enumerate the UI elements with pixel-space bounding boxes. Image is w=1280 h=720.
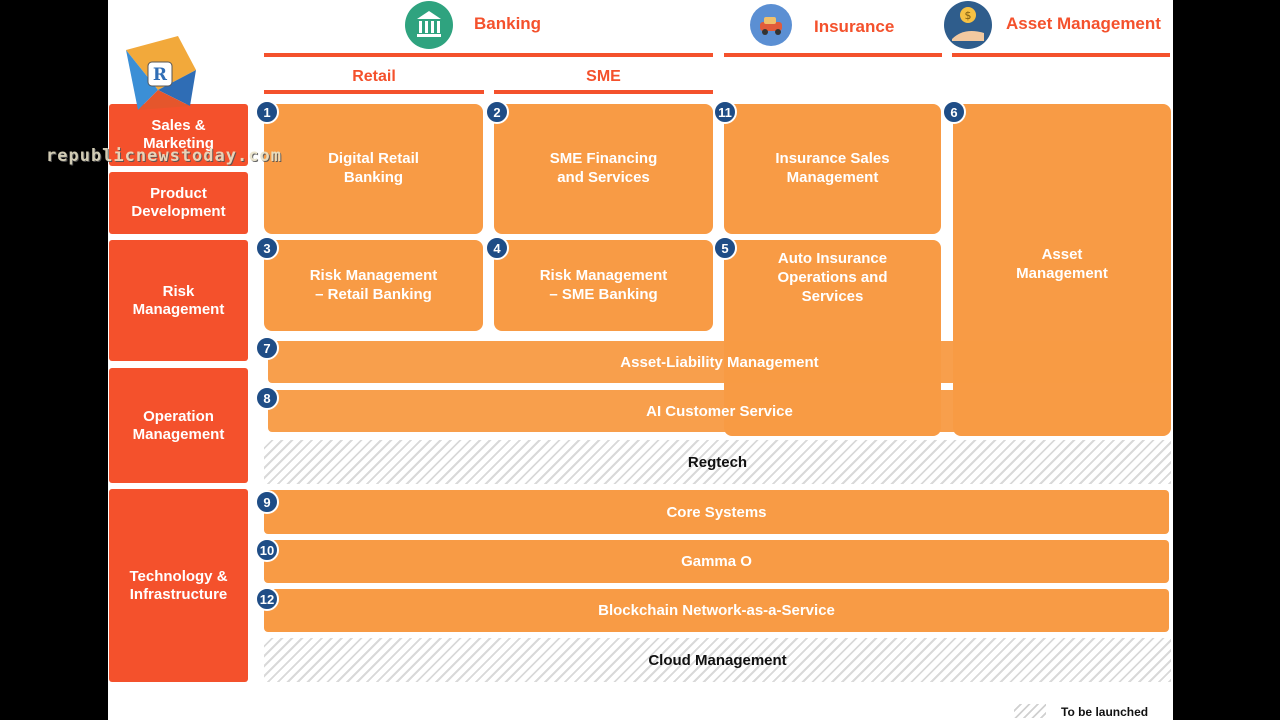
svg-text:R: R [153, 65, 168, 85]
risk-sme-cell: Risk Management – SME Banking [494, 240, 713, 331]
legend-hatch-swatch [1014, 704, 1046, 718]
sme-header: SME [586, 68, 621, 85]
asset-liability-band: Asset-Liability Management [268, 341, 1171, 383]
badge-2: 2 [485, 100, 509, 124]
badge-7: 7 [255, 336, 279, 360]
badge-1: 1 [255, 100, 279, 124]
badge-9: 9 [255, 490, 279, 514]
row-technology-infrastructure: Technology & Infrastructure [109, 489, 248, 682]
money-hand-icon: $ [944, 1, 992, 49]
row-sales-marketing: Sales & Marketing [109, 104, 248, 166]
retail-divider [264, 90, 484, 94]
badge-3: 3 [255, 236, 279, 260]
asset-management-cell: Asset Management [953, 104, 1171, 436]
badge-4: 4 [485, 236, 509, 260]
badge-6: 6 [942, 100, 966, 124]
svg-text:$: $ [965, 9, 972, 22]
site-watermark: republicnewstoday.com [46, 146, 282, 166]
blockchain-band: Blockchain Network-as-a-Service [264, 589, 1169, 632]
sme-divider [494, 90, 713, 94]
retail-header: Retail [352, 68, 396, 85]
cloud-management-band: Cloud Management [264, 638, 1171, 682]
bank-building-icon [405, 1, 453, 49]
row-product-development: Product Development [109, 172, 248, 234]
digital-retail-banking-cell: Digital Retail Banking [264, 104, 483, 234]
insurance-divider [724, 53, 942, 57]
banking-header: Banking [474, 14, 542, 33]
r-logo-icon: R [118, 30, 204, 116]
row-operation-management: Operation Management [109, 368, 248, 483]
car-shield-icon [750, 4, 792, 46]
ai-customer-service-band: AI Customer Service [268, 390, 1171, 432]
gamma-o-band: Gamma O [264, 540, 1169, 583]
row-risk-management: Risk Management [109, 240, 248, 361]
badge-10: 10 [255, 538, 279, 562]
insurance-sales-cell: Insurance Sales Management [724, 104, 941, 234]
badge-8: 8 [255, 386, 279, 410]
asset-divider [952, 53, 1170, 57]
legend-label: To be launched [1061, 705, 1149, 719]
core-systems-band: Core Systems [264, 490, 1169, 534]
badge-12: 12 [255, 587, 279, 611]
badge-11: 11 [713, 100, 737, 124]
badge-5: 5 [713, 236, 737, 260]
diagram-canvas: Banking Insurance $ Asset Management Ret… [108, 0, 1173, 720]
insurance-header: Insurance [814, 17, 895, 36]
banking-divider [264, 53, 713, 57]
risk-retail-cell: Risk Management – Retail Banking [264, 240, 483, 331]
asset-management-header: Asset Management [1006, 14, 1161, 33]
regtech-band: Regtech [264, 440, 1171, 484]
sme-financing-cell: SME Financing and Services [494, 104, 713, 234]
